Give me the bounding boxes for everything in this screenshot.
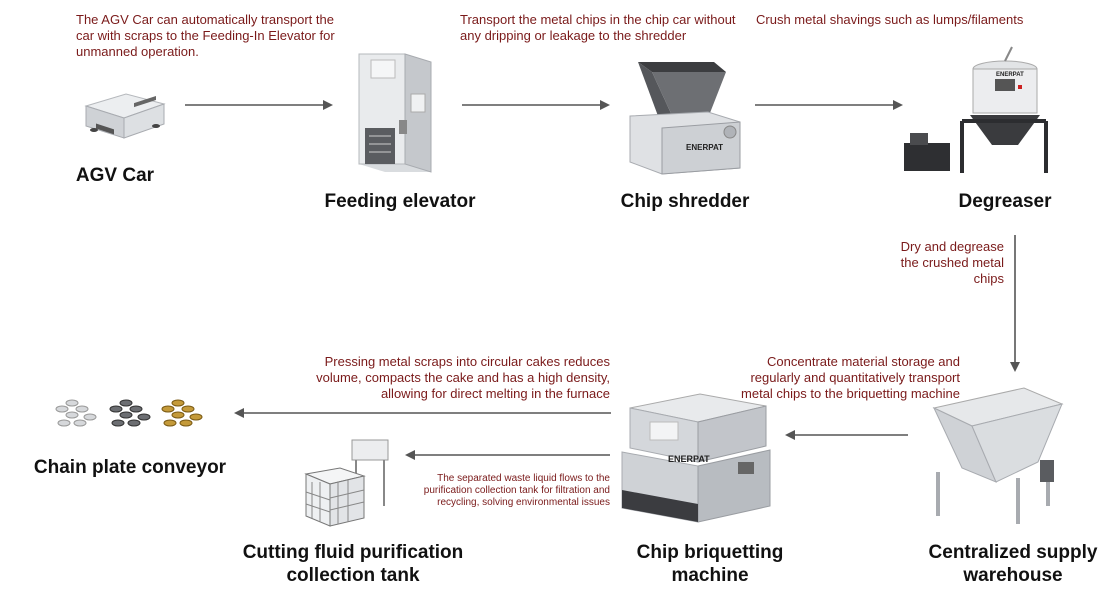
degreaser-brand-logo: ENERPAT — [996, 72, 1024, 78]
tank-title: Cutting fluid purification collection ta… — [242, 542, 464, 586]
arrow-agv-to-elevator — [185, 100, 333, 110]
chip-briquetting-machine-image: ENERPAT — [621, 393, 771, 523]
purification-tank-image — [304, 439, 389, 527]
briquetting-description: Pressing metal scraps into circular cake… — [316, 354, 610, 401]
shredder-brand-logo: ENERPAT — [686, 143, 723, 152]
feeding-elevator-image — [358, 53, 432, 173]
arrow-degreaser-to-warehouse — [1010, 235, 1020, 372]
briquetting-title: Chip briquetting machine — [636, 542, 784, 586]
tank-description: The separated waste liquid flows to the … — [423, 473, 610, 508]
degreaser-image: ENERPAT — [904, 46, 1048, 173]
centralized-warehouse-image — [932, 387, 1064, 524]
arrow-briquetting-to-conveyor — [234, 408, 611, 418]
agv-description: The AGV Car can automatically transport … — [76, 12, 335, 59]
arrow-warehouse-to-briquetting — [785, 430, 908, 440]
agv-car-image — [84, 93, 166, 139]
degreaser-description: Dry and degrease the crushed metal chips — [900, 239, 1004, 286]
arrow-shredder-to-degreaser — [755, 100, 903, 110]
elevator-description: Transport the metal chips in the chip ca… — [460, 12, 736, 43]
shredder-title: Chip shredder — [620, 191, 750, 212]
conveyor-title: Chain plate conveyor — [33, 457, 227, 478]
arrow-briquetting-to-tank — [405, 450, 610, 460]
chip-shredder-image: ENERPAT — [629, 62, 741, 175]
elevator-title: Feeding elevator — [324, 191, 476, 212]
warehouse-title: Centralized supply warehouse — [928, 542, 1098, 586]
degreaser-title: Degreaser — [958, 191, 1052, 212]
warehouse-description: Concentrate material storage and regular… — [741, 354, 960, 401]
arrow-elevator-to-shredder — [462, 100, 610, 110]
chain-plate-conveyor-image — [55, 399, 203, 427]
shredder-description: Crush metal shavings such as lumps/filam… — [756, 12, 1024, 27]
agv-title: AGV Car — [75, 165, 155, 186]
briquetting-brand-logo: ENERPAT — [668, 454, 710, 464]
